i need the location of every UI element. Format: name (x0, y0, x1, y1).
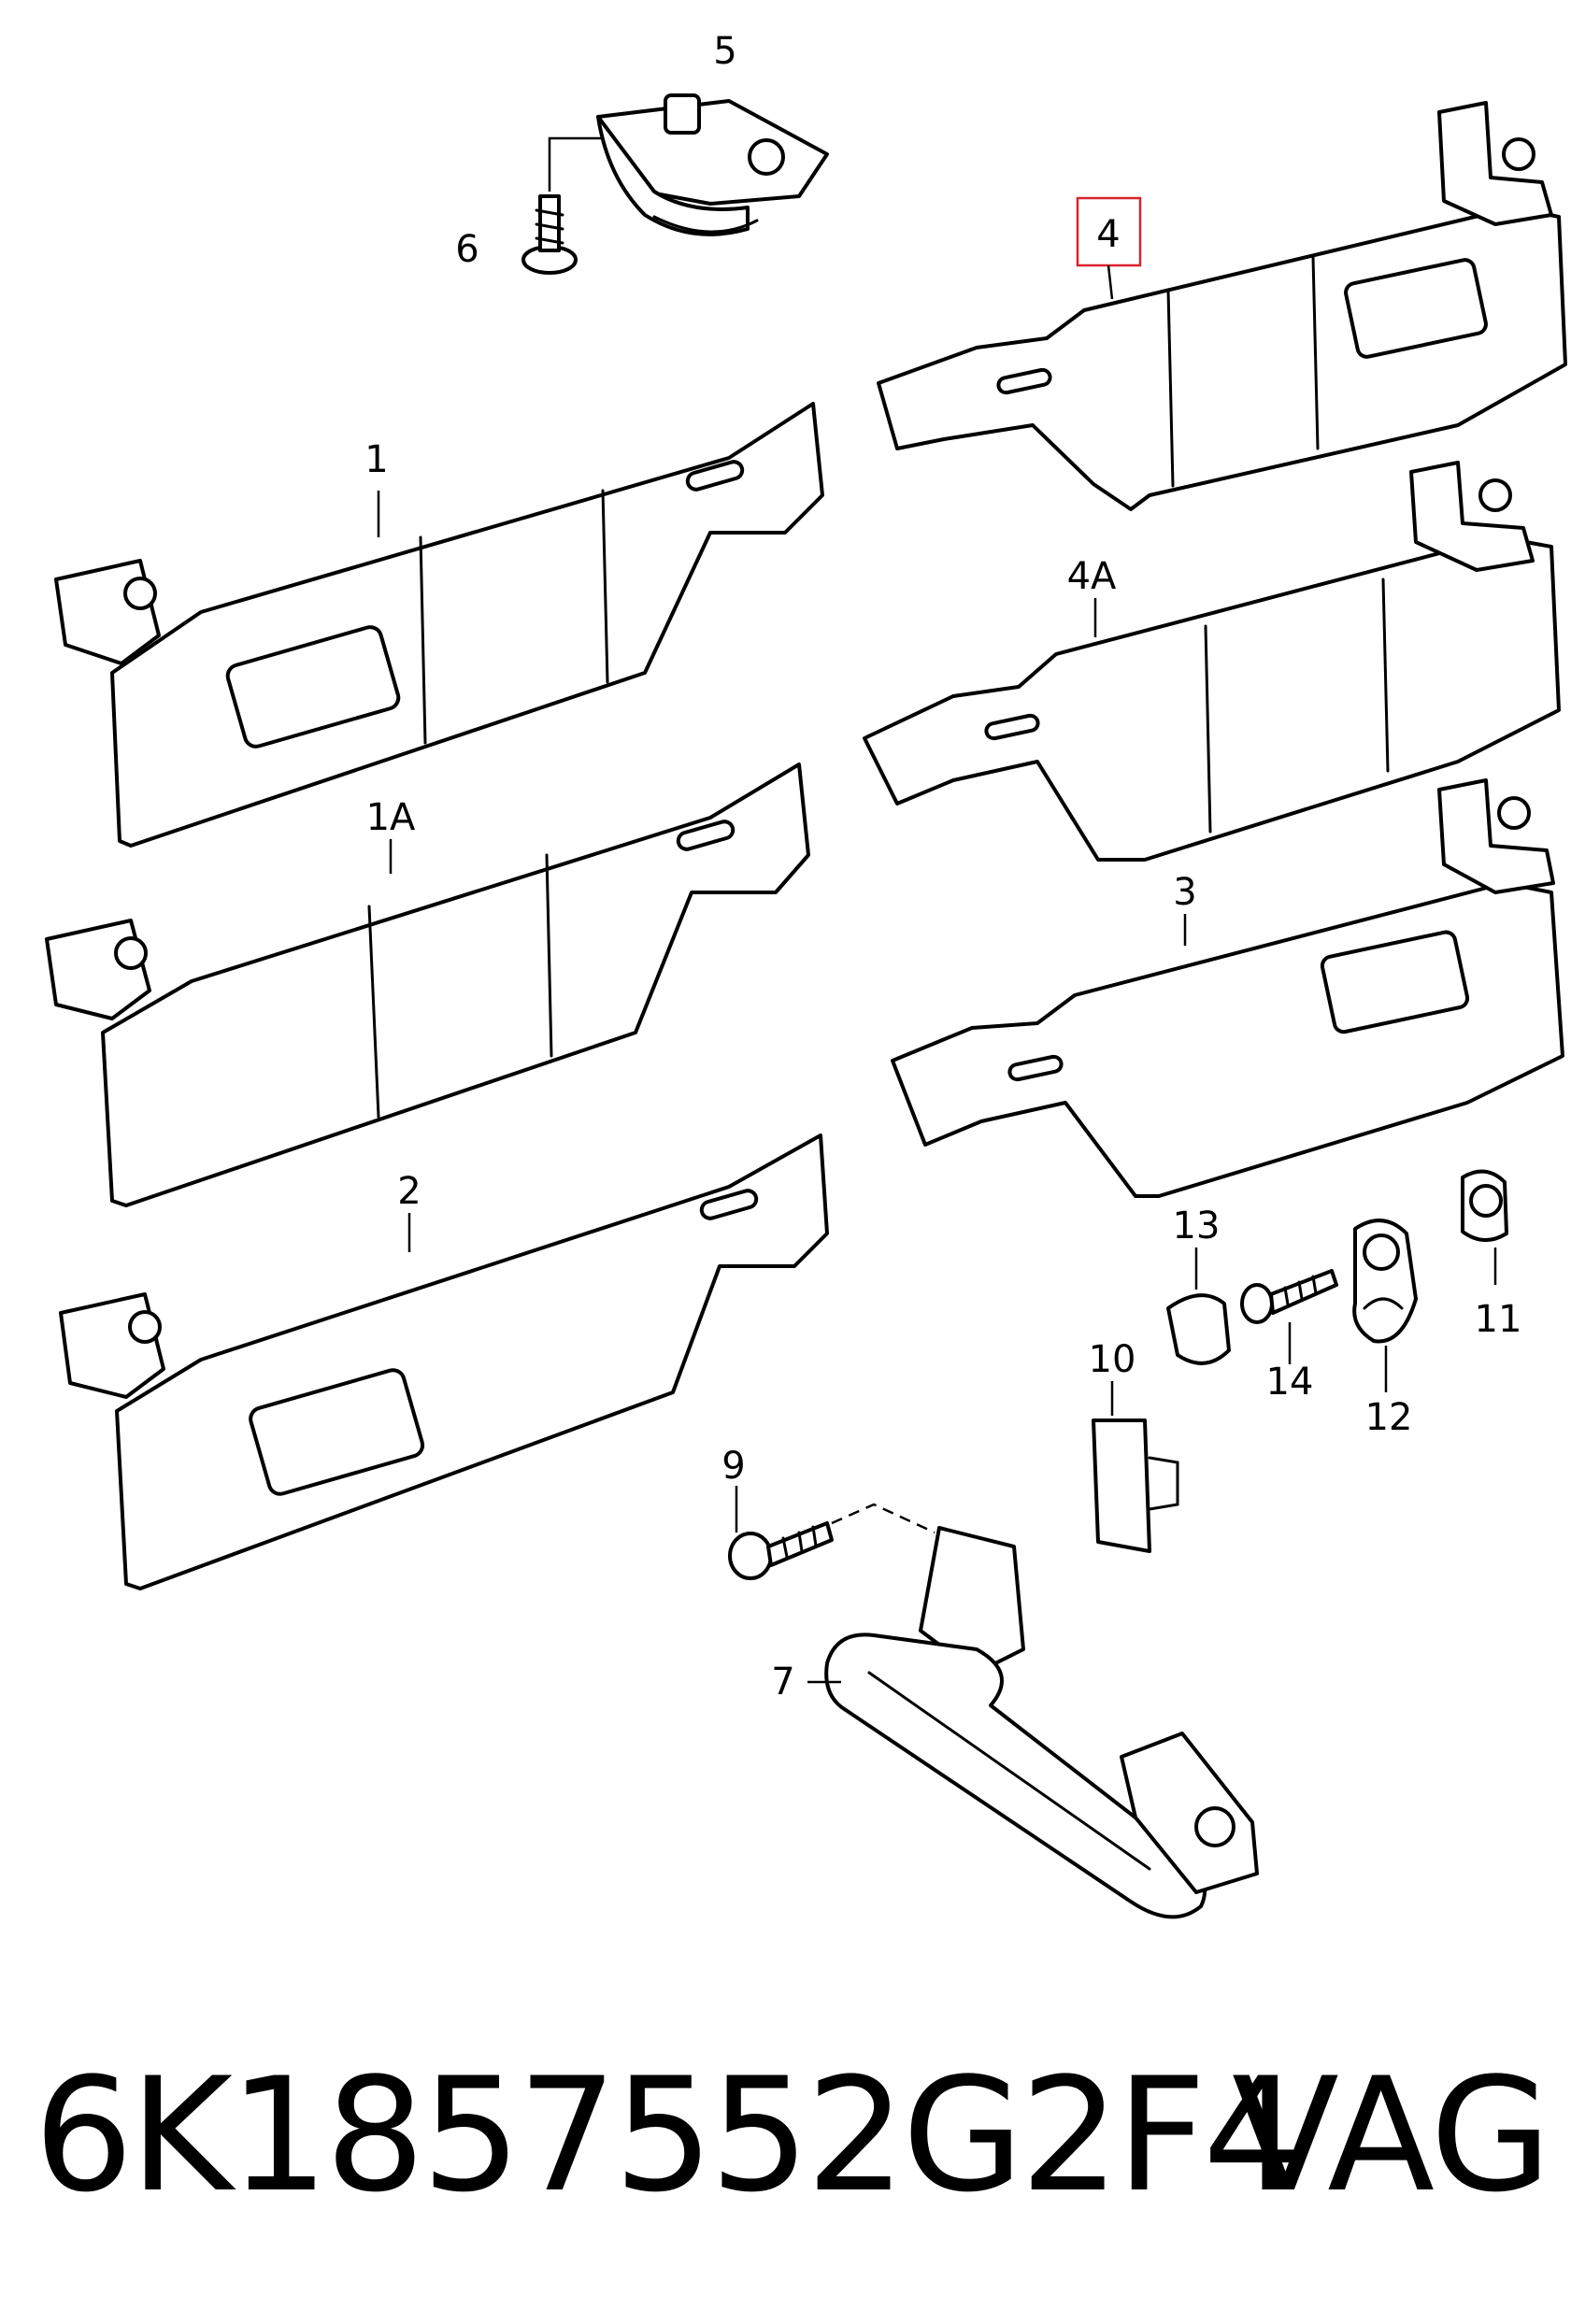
callout-2: 2 (397, 1170, 421, 1213)
part-14-screw (1240, 1269, 1338, 1324)
callout-5: 5 (713, 30, 736, 73)
callout-6: 6 (455, 228, 478, 271)
part-4-sun-visor (877, 101, 1567, 511)
callout-11: 11 (1475, 1298, 1522, 1341)
brand-caption: VAG (1232, 2044, 1551, 2227)
part-12-bracket (1352, 1219, 1418, 1344)
callout-9: 9 (721, 1445, 745, 1488)
callout-3: 3 (1173, 871, 1196, 914)
part-13-cap (1166, 1293, 1231, 1365)
part-10-clip (1092, 1419, 1179, 1553)
part-1-sun-visor (54, 402, 824, 848)
callout-14: 14 (1266, 1361, 1314, 1404)
part-9-screw (728, 1521, 834, 1580)
callout-7: 7 (771, 1661, 794, 1704)
callout-4a: 4A (1067, 555, 1117, 598)
part-3-sun-visor (891, 778, 1564, 1198)
callout-1: 1 (364, 438, 388, 481)
callout-10: 10 (1089, 1338, 1136, 1381)
callout-1a: 1A (366, 796, 416, 839)
part-number-caption: 6K1857552G2F4 (34, 2044, 1303, 2227)
callout-4: 4 (1096, 213, 1120, 256)
part-11-knob (1461, 1169, 1508, 1242)
callout-12: 12 (1365, 1396, 1413, 1439)
part-1a-sun-visor (45, 763, 810, 1207)
part-2-sun-visor (59, 1133, 829, 1590)
part-4a-sun-visor (863, 461, 1561, 862)
part-5-clip (596, 93, 829, 236)
part-7-grab-handle (824, 1526, 1259, 1919)
callout-13: 13 (1173, 1205, 1221, 1248)
part-6-screw (521, 194, 578, 275)
